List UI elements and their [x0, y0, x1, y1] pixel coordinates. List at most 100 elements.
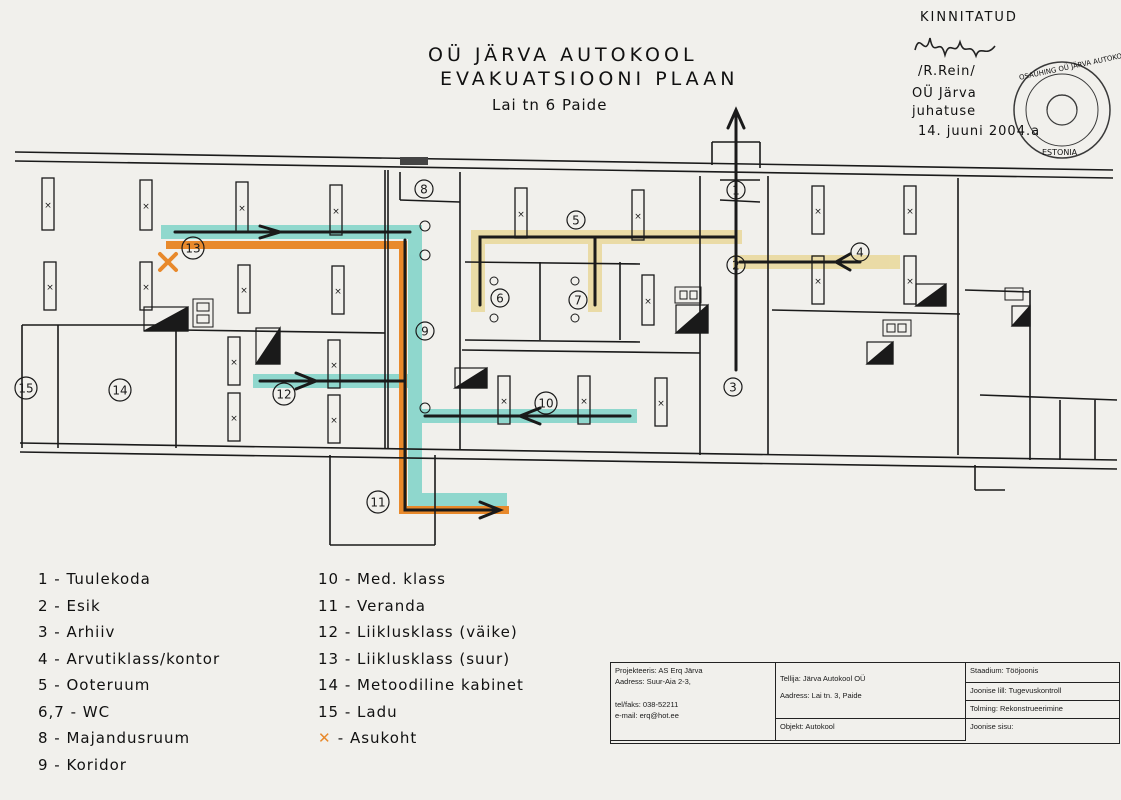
- approval-label: KINNITATUD: [920, 10, 1018, 25]
- room-number-6: 6: [490, 288, 510, 308]
- desk-x-icon: ×: [142, 202, 150, 212]
- desk: [41, 177, 55, 231]
- work: Tolming: Rekonstrueerimine: [970, 704, 1063, 713]
- stamp-text-bottom: ESTONIA: [1042, 148, 1078, 157]
- stage: Staadium: Tööjoonis: [970, 666, 1039, 675]
- legend-item: 5 - Ooteruum: [38, 676, 151, 694]
- desk: [43, 261, 57, 311]
- desk: [577, 375, 591, 425]
- desk: [139, 261, 153, 311]
- desk-x-icon: ×: [580, 397, 588, 407]
- desk: [497, 375, 511, 425]
- desk: [227, 336, 241, 386]
- room-number-text: 9: [421, 325, 429, 339]
- designer-email: e-mail: erq@hot.ee: [615, 711, 679, 720]
- room-number-9: 9: [415, 321, 435, 341]
- desk-x-icon: ×: [240, 286, 248, 296]
- room-number-8: 8: [414, 179, 434, 199]
- drawing: Joonise lill: Tugevuskontroll: [970, 686, 1062, 695]
- location-marker: [158, 252, 178, 272]
- room-number-text: 8: [420, 183, 428, 197]
- room-number-text: 13: [185, 242, 200, 256]
- room-number-1: 1: [726, 180, 746, 200]
- room-number-text: 3: [729, 381, 737, 395]
- room-number-11: 11: [366, 490, 390, 514]
- plan-title-line1: OÜ JÄRVA AUTOKOOL: [428, 44, 698, 66]
- object-cell: Objekt: Autokool: [776, 719, 966, 741]
- drawing-cell: Joonise lill: Tugevuskontroll: [966, 683, 1119, 701]
- approval-line3: 14. juuni 2004.a: [918, 124, 1041, 139]
- desk-x-icon: ×: [814, 277, 822, 287]
- approval-line1: OÜ Järva: [912, 86, 977, 101]
- room-number-2: 2: [726, 255, 746, 275]
- markers: [419, 220, 580, 414]
- designer: Projekteeris: AS Erq Järva: [615, 666, 703, 675]
- legend-item: 2 - Esik: [38, 596, 101, 615]
- desk: [903, 185, 917, 235]
- desk-x-icon: ×: [142, 283, 150, 293]
- desk: [641, 274, 655, 326]
- room-number-text: 14: [112, 384, 127, 398]
- legend-item: ✕ - Asukoht: [318, 729, 418, 747]
- work-cell: Tolming: Rekonstrueerimine: [966, 701, 1119, 719]
- plan-title-line2: EVAKUATSIOONI PLAAN: [440, 68, 739, 90]
- desk: [654, 377, 668, 427]
- room-number-7: 7: [568, 290, 588, 310]
- desk: [329, 184, 343, 236]
- legend-item: 11 - Veranda: [318, 596, 426, 615]
- room-number-10: 10: [534, 391, 558, 415]
- desk: [227, 392, 241, 442]
- desk-x-icon: ×: [644, 297, 652, 307]
- client-address: Aadress: Lai tn. 3, Paide: [780, 691, 862, 700]
- desk-x-icon: ×: [906, 207, 914, 217]
- legend-item: 10 - Med. klass: [318, 570, 446, 588]
- desk-x-icon: ×: [230, 414, 238, 424]
- room-number-3: 3: [723, 377, 743, 397]
- desk-x-icon: ×: [230, 358, 238, 368]
- desk-x-icon: ×: [330, 416, 338, 426]
- drawing-no-cell: Joonise sisu:: [966, 719, 1119, 741]
- signature: [914, 37, 996, 59]
- desk-x-icon: ×: [46, 283, 54, 293]
- entrance-hatch: [400, 157, 428, 165]
- legend-item: 8 - Majandusruum: [38, 729, 191, 747]
- desk: [631, 189, 645, 241]
- desk-x-icon: ×: [634, 212, 642, 222]
- room-number-text: 10: [538, 397, 553, 411]
- room-number-text: 7: [574, 294, 582, 308]
- approval-line2: juhatuse: [912, 104, 977, 119]
- evacuation-arrows: [173, 106, 862, 520]
- room-number-15: 15: [14, 376, 38, 400]
- desk-x-icon: ×: [906, 277, 914, 287]
- room-number-5: 5: [566, 210, 586, 230]
- legend-item: 4 - Arvutiklass/kontor: [38, 649, 221, 668]
- desk: [903, 255, 917, 305]
- designer-address: Aadress: Suur-Aia 2-3,: [615, 677, 691, 686]
- room-number-12: 12: [272, 382, 296, 406]
- desk-x-icon: ×: [814, 207, 822, 217]
- designer-phone: tel/faks: 038-52211: [615, 700, 679, 709]
- plan-address: Lai tn 6 Paide: [492, 96, 608, 114]
- room-number-text: 4: [856, 246, 864, 260]
- desk: [327, 339, 341, 389]
- room-number-text: 12: [276, 388, 291, 402]
- location-x-icon: ✕: [318, 729, 338, 747]
- desks: ××××××××××××××××××××××: [41, 177, 917, 444]
- walls: [14, 141, 1118, 546]
- desk: [139, 179, 153, 231]
- room-number-text: 2: [732, 259, 740, 273]
- desk-x-icon: ×: [44, 201, 52, 211]
- legend-item: 3 - Arhiiv: [38, 623, 116, 641]
- legend-item: 13 - Liiklusklass (suur): [318, 649, 511, 668]
- room-number-text: 6: [496, 292, 504, 306]
- drawing-no: Joonise sisu:: [970, 722, 1014, 731]
- desk: [331, 265, 345, 315]
- desk: [237, 264, 251, 314]
- stamp: [1013, 61, 1111, 159]
- stage-cell: Staadium: Tööjoonis: [966, 663, 1119, 683]
- desk-x-icon: ×: [517, 210, 525, 220]
- desk-x-icon: ×: [238, 204, 246, 214]
